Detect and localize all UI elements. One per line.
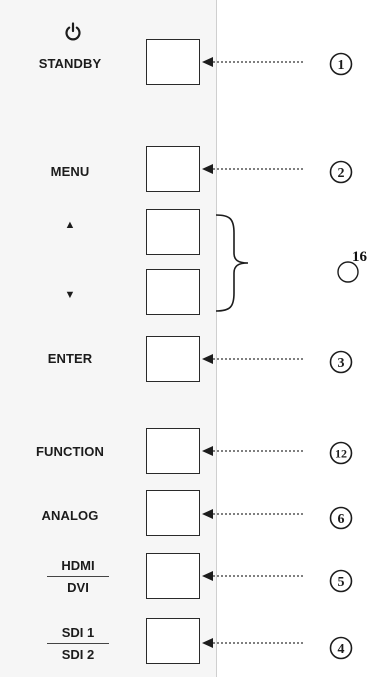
function-label: FUNCTION: [36, 444, 104, 459]
callout-menu: 2: [329, 160, 353, 184]
standby-label: STANDBY: [38, 56, 102, 71]
standby-arrow: [201, 55, 305, 67]
label-divider: [47, 643, 109, 644]
callout-analog: 6: [329, 506, 353, 530]
menu-label: MENU: [50, 164, 90, 179]
curly-brace-icon: [214, 213, 254, 318]
hdmi-dvi-button[interactable]: [146, 553, 200, 599]
callout-function: 12: [329, 441, 353, 465]
callout-enter-text: 3: [338, 356, 345, 371]
analog-label: ANALOG: [41, 508, 99, 523]
down-label: ▼: [64, 289, 76, 301]
analog-button[interactable]: [146, 490, 200, 536]
hdmi-arrow: [201, 569, 305, 581]
sdi1-label: SDI 1: [61, 625, 95, 640]
sdi-button[interactable]: [146, 618, 200, 664]
callout-hdmi: 5: [329, 569, 353, 593]
down-button[interactable]: [146, 269, 200, 315]
sdi-label: SDI 1 SDI 2: [28, 624, 128, 663]
callout-sdi: 4: [329, 636, 353, 660]
hdmi-label: HDMI: [61, 558, 95, 573]
callout-standby-text: 1: [338, 58, 345, 73]
up-label: ▲: [64, 219, 76, 231]
callout-hdmi-text: 5: [338, 575, 345, 590]
power-icon: [64, 22, 82, 47]
callout-analog-text: 6: [338, 512, 345, 527]
enter-arrow: [201, 352, 305, 364]
dvi-label: DVI: [67, 580, 89, 595]
callout-sdi-text: 4: [338, 642, 345, 657]
menu-arrow: [201, 162, 305, 174]
analog-arrow: [201, 507, 305, 519]
function-button[interactable]: [146, 428, 200, 474]
standby-button[interactable]: [146, 39, 200, 85]
callout-updown-number: 16: [352, 249, 367, 265]
sdi-arrow: [201, 636, 305, 648]
hdmi-dvi-label: HDMI DVI: [28, 557, 128, 596]
sdi2-label: SDI 2: [61, 647, 95, 662]
up-button[interactable]: [146, 209, 200, 255]
enter-button[interactable]: [146, 336, 200, 382]
function-arrow: [201, 444, 305, 456]
menu-button[interactable]: [146, 146, 200, 192]
label-divider: [47, 576, 109, 577]
callout-function-text: 12: [335, 447, 347, 461]
callout-menu-text: 2: [338, 166, 345, 181]
panel-edge-line: [216, 0, 217, 677]
callout-enter: 3: [329, 350, 353, 374]
callout-standby: 1: [329, 52, 353, 76]
callout-updown: [336, 257, 364, 285]
enter-label: ENTER: [47, 351, 93, 366]
